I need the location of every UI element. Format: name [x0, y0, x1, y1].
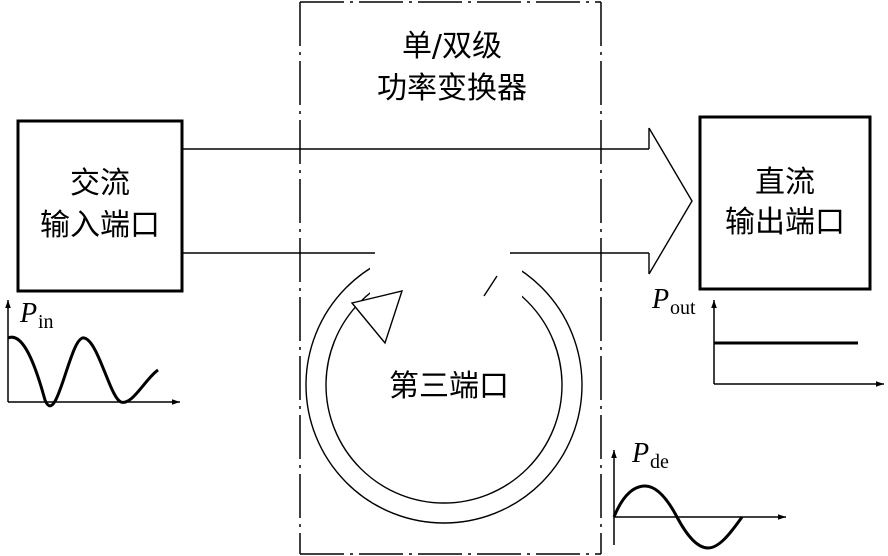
decoupling-power-waveform [612, 484, 744, 550]
output-power-subscript: out [670, 297, 696, 319]
decoupling-power-subscript: de [650, 451, 669, 473]
third-port-ring [305, 246, 583, 524]
input-power-symbol: P [19, 298, 37, 329]
main-power-flow-arrow [182, 127, 693, 275]
converter-title-line2: 功率变换器 [377, 71, 527, 106]
dc-port-label-line1: 直流 [755, 165, 815, 200]
dc-port-label-line2: 输出端口 [725, 205, 845, 240]
output-power-plot: P out [651, 284, 884, 387]
ac-port-label-line1: 交流 [70, 166, 130, 201]
circulation-arrowhead [350, 290, 404, 345]
decoupling-power-symbol: P [631, 438, 649, 469]
output-power-symbol: P [651, 284, 669, 315]
ac-input-port-box [16, 119, 184, 293]
converter-enclosure [299, 1, 602, 555]
decoupling-power-plot: P de [611, 438, 786, 550]
dc-output-port-box [698, 115, 872, 291]
input-power-waveform [7, 335, 159, 408]
input-power-plot: P in [5, 298, 180, 408]
ac-port-label-line2: 输入端口 [40, 208, 160, 243]
input-power-subscript: in [38, 311, 54, 333]
third-port-label: 第三端口 [389, 369, 509, 404]
converter-title-line1: 单/双级 [402, 29, 502, 64]
